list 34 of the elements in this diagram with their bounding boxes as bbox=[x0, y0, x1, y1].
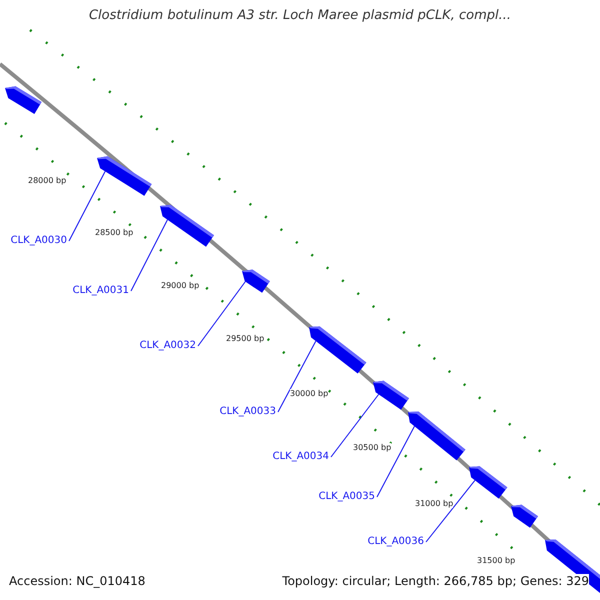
position-label: 31500 bp bbox=[477, 556, 516, 565]
position-label: 30500 bp bbox=[353, 443, 392, 452]
gene-label: CLK_A0033 bbox=[220, 406, 276, 417]
leader-line bbox=[68, 170, 106, 242]
gene-feature bbox=[242, 270, 270, 293]
gene-label: CLK_A0034 bbox=[272, 451, 329, 462]
leader-line bbox=[130, 219, 168, 292]
gene-feature bbox=[373, 380, 409, 410]
leader-line bbox=[278, 340, 316, 412]
gene-label: CLK_A0035 bbox=[318, 491, 375, 502]
gene-label: CLK_A0030 bbox=[10, 235, 67, 246]
accession-text: Accession: NC_010418 bbox=[9, 574, 146, 588]
position-label: 28500 bp bbox=[95, 228, 134, 237]
position-label: 29000 bp bbox=[161, 281, 200, 290]
gene-feature bbox=[309, 326, 366, 374]
gene-feature bbox=[160, 204, 214, 247]
gene-feature bbox=[469, 466, 508, 499]
position-label: 29500 bp bbox=[226, 334, 264, 343]
gene-feature bbox=[408, 412, 466, 460]
gene-label: CLK_A0036 bbox=[368, 536, 424, 547]
gene-feature bbox=[511, 504, 538, 528]
leader-line bbox=[376, 426, 415, 498]
gene-feature bbox=[5, 86, 42, 114]
position-label: 31000 bp bbox=[415, 499, 454, 508]
position-label: 30000 bp bbox=[290, 389, 328, 398]
gene-label: CLK_A0032 bbox=[140, 340, 196, 351]
topology-text: Topology: circular; Length: 266,785 bp; Genes: 329 bbox=[282, 574, 589, 588]
leader-line bbox=[198, 281, 246, 346]
position-label: 28000 bp bbox=[28, 176, 66, 185]
gene-label: CLK_A0031 bbox=[72, 285, 129, 296]
gene-feature bbox=[97, 156, 152, 196]
title: Clostridium botulinum A3 str. Loch Maree plasmid pCLK, compl... bbox=[88, 8, 512, 23]
leader-line bbox=[426, 480, 476, 542]
leader-line bbox=[330, 394, 380, 458]
